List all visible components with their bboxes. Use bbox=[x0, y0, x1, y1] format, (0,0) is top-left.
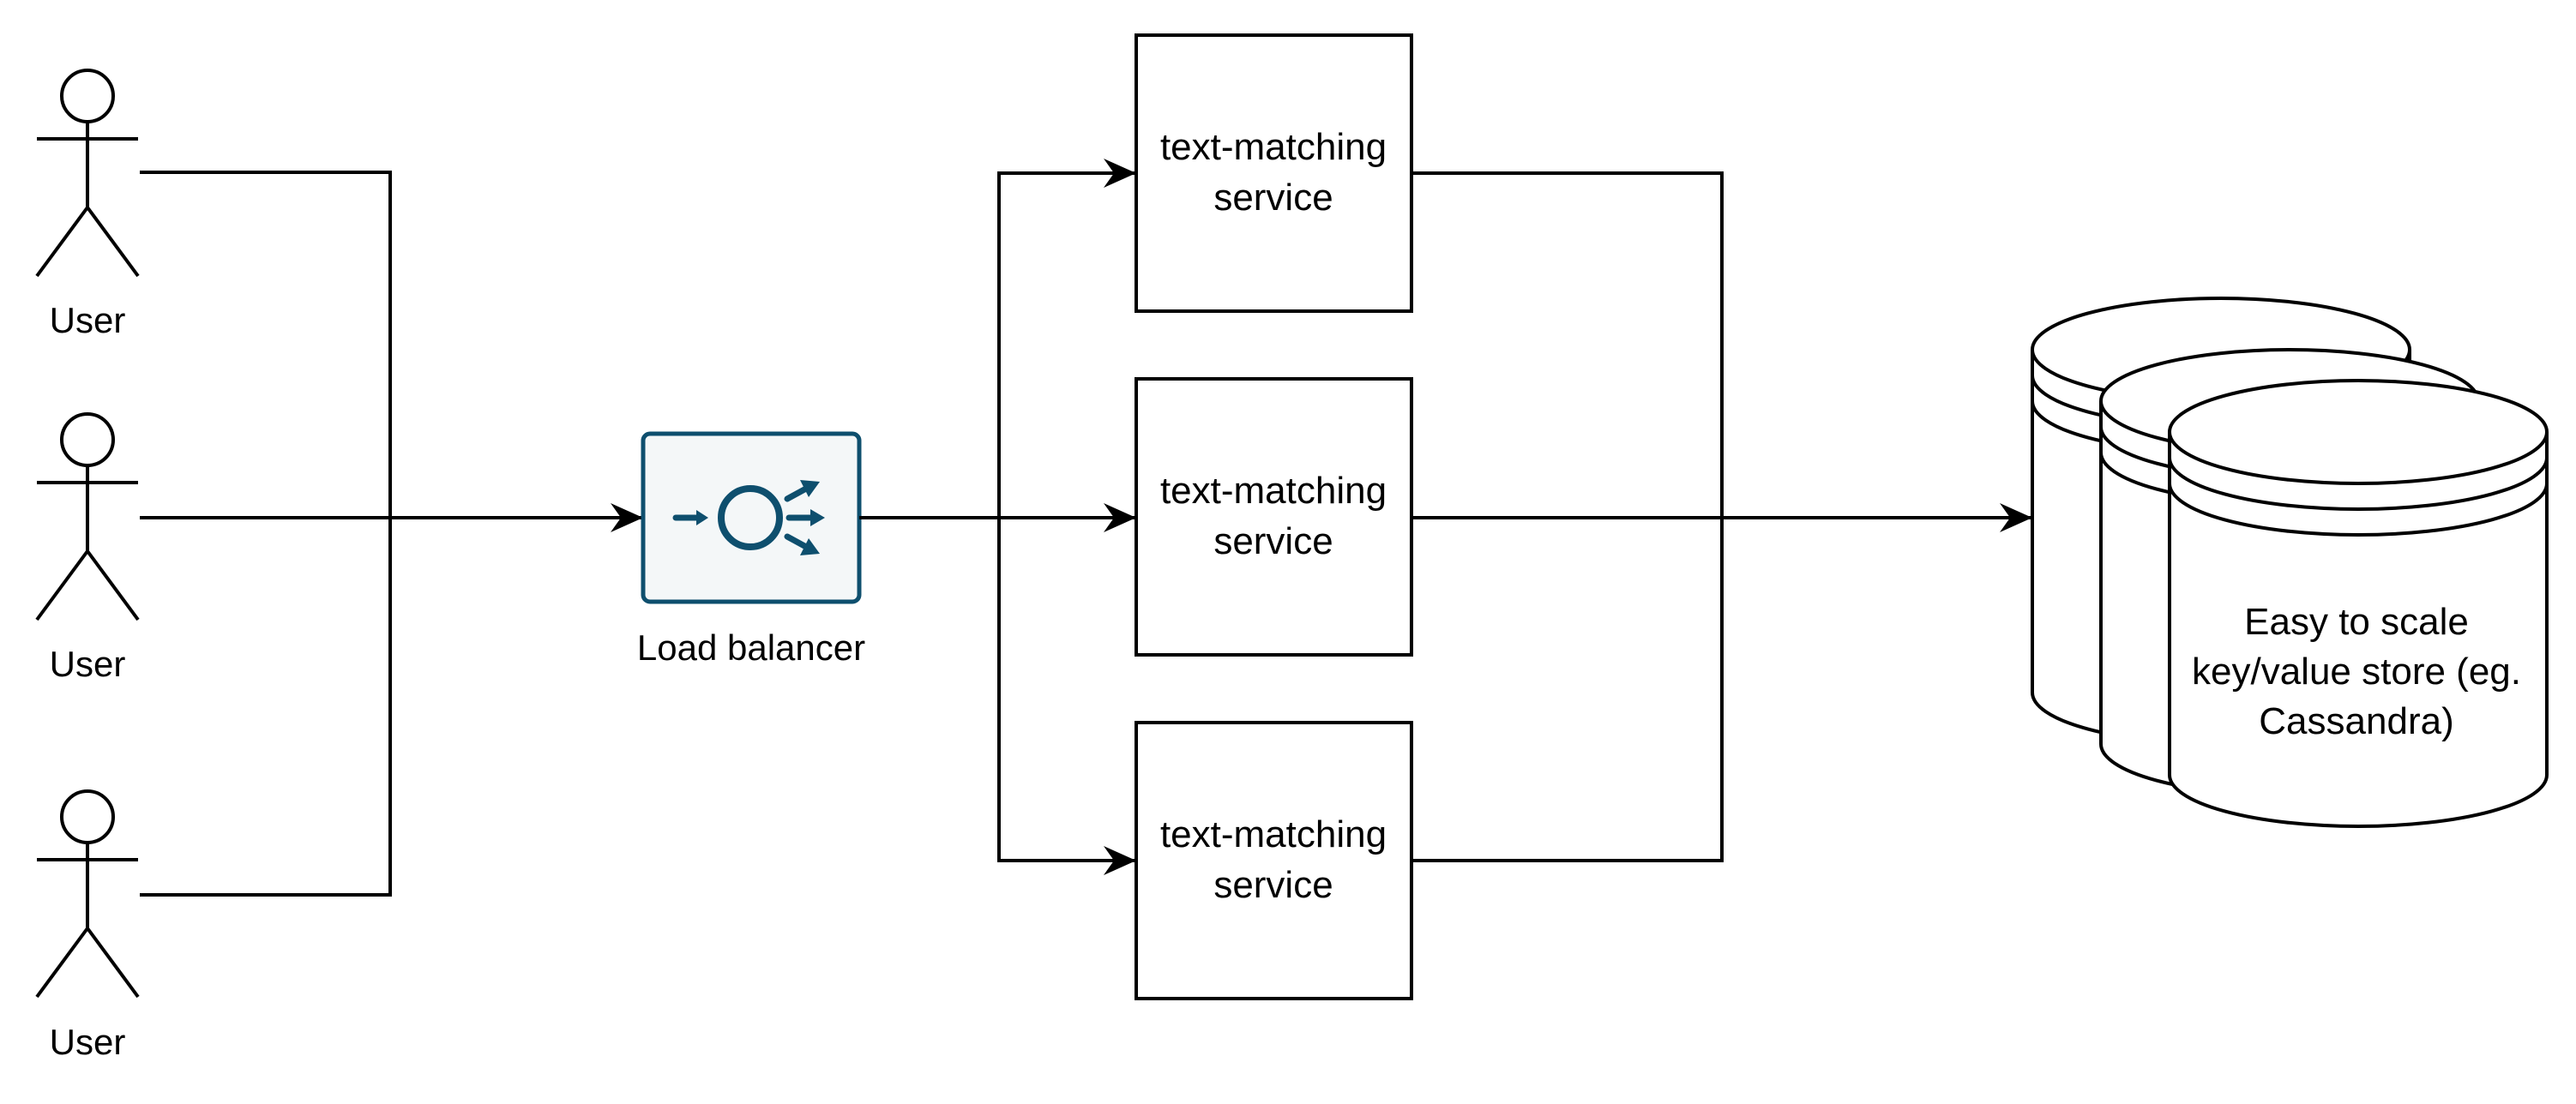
user-actor-2 bbox=[35, 412, 140, 621]
service-rect bbox=[1135, 377, 1413, 657]
datastore-label-line3: Cassandra) bbox=[2259, 700, 2453, 742]
service-box-2: text-matching service bbox=[1135, 377, 1413, 657]
user-actor-3 bbox=[35, 789, 140, 999]
service-rect bbox=[1135, 721, 1413, 1000]
load-balancer-label: Load balancer bbox=[637, 627, 865, 668]
cylinder-front bbox=[2168, 379, 2549, 828]
user-label: User bbox=[50, 300, 126, 340]
connector-user-1 bbox=[140, 171, 392, 518]
service-box-1: text-matching service bbox=[1135, 33, 1413, 313]
connector-service-1 bbox=[1411, 171, 1724, 518]
service-box-3: text-matching service bbox=[1135, 721, 1413, 1000]
user-head bbox=[60, 789, 115, 844]
user-head bbox=[60, 412, 115, 467]
user-connectors bbox=[140, 171, 643, 897]
load-balancer: Load balancer bbox=[637, 431, 865, 668]
user-head bbox=[60, 69, 115, 123]
datastore-label-line1: Easy to scale bbox=[2244, 601, 2469, 643]
connector-user-3 bbox=[140, 518, 392, 897]
connector-service-3 bbox=[1411, 518, 1724, 862]
user-left-leg bbox=[35, 927, 89, 999]
user-actor-1 bbox=[35, 69, 140, 278]
service-label-line2: service bbox=[1213, 864, 1333, 906]
service-label-line1: text-matching bbox=[1160, 126, 1387, 168]
service-label-line2: service bbox=[1213, 520, 1333, 562]
user-right-leg bbox=[86, 927, 140, 999]
user-right-leg bbox=[86, 549, 140, 621]
arrow-to-service-1 bbox=[997, 158, 1136, 518]
user-left-leg bbox=[35, 206, 89, 278]
service-connectors bbox=[859, 158, 1136, 876]
load-balancer-icon bbox=[672, 480, 825, 555]
service-label-line1: text-matching bbox=[1160, 470, 1387, 512]
arrow-to-service-3 bbox=[997, 518, 1136, 876]
service-rect bbox=[1135, 33, 1413, 313]
datastore-label-line2: key/value store (eg. bbox=[2192, 651, 2521, 693]
user-label: User bbox=[50, 644, 126, 684]
user-right-leg bbox=[86, 206, 140, 278]
datastore: Easy to scale key/value store (eg. Cassa… bbox=[2031, 297, 2549, 828]
user-left-leg bbox=[35, 549, 89, 621]
service-label-line1: text-matching bbox=[1160, 813, 1387, 855]
service-label-line2: service bbox=[1213, 177, 1333, 219]
user-label: User bbox=[50, 1022, 126, 1062]
datastore-connectors bbox=[1411, 171, 2032, 862]
